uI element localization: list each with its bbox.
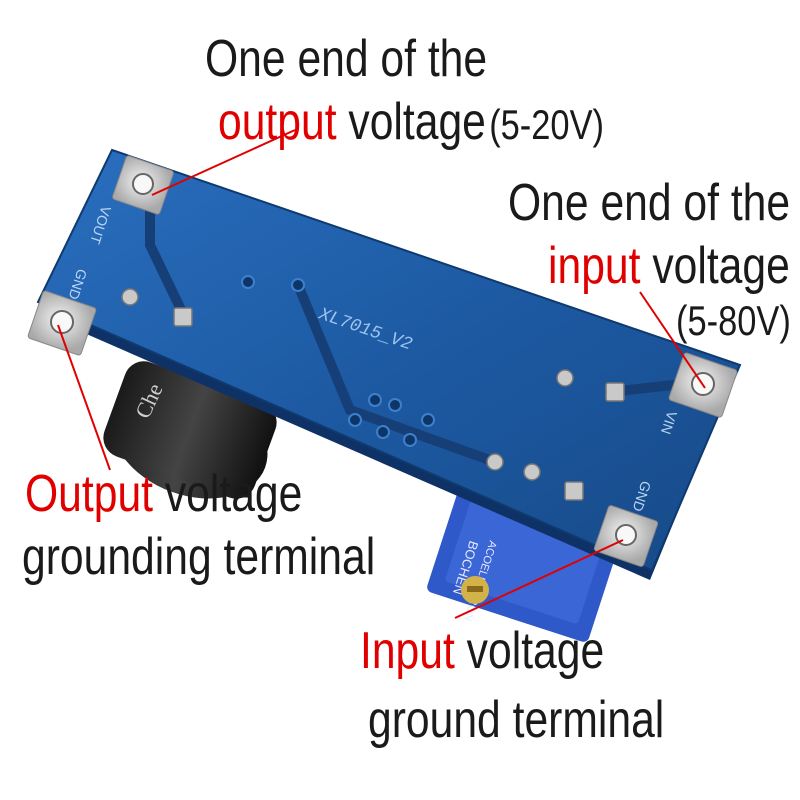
terminal-pad-out-plus bbox=[112, 155, 174, 215]
out-plus-rest: voltage bbox=[336, 93, 486, 151]
out-gnd-label-line2: grounding terminal bbox=[22, 528, 376, 586]
out-plus-label-line1: One end of the bbox=[205, 30, 488, 88]
leader-lines bbox=[57, 129, 706, 619]
in-plus-rest: voltage bbox=[640, 237, 790, 295]
out-plus-highlight: output bbox=[218, 93, 337, 151]
out-gnd-highlight: Output bbox=[25, 465, 154, 523]
leader-in-plus bbox=[639, 291, 706, 389]
in-gnd-rest: voltage bbox=[454, 622, 605, 680]
out-plus-range: (5-20V) bbox=[489, 101, 605, 148]
pcb-board: XL7015_V2 VOUT GND VIN GND bbox=[27, 148, 742, 580]
in-plus-range: (5-80V) bbox=[676, 297, 791, 344]
out-plus-label-line2: output voltage(5-20V) bbox=[218, 96, 604, 148]
terminal-pad-out-gnd bbox=[27, 290, 97, 356]
in-gnd-label-line2: ground terminal bbox=[368, 691, 665, 749]
in-plus-label-line2: input voltage bbox=[548, 240, 790, 292]
in-gnd-highlight: Input bbox=[360, 622, 455, 680]
leader-out-gnd bbox=[57, 324, 111, 471]
out-gnd-rest: voltage bbox=[153, 465, 303, 523]
in-plus-highlight: input bbox=[548, 237, 641, 295]
in-plus-label-line1: One end of the bbox=[508, 174, 791, 232]
pin-vin-label: VIN bbox=[658, 409, 680, 436]
leader-in-gnd bbox=[454, 539, 624, 619]
out-gnd-label-line1: Output voltage bbox=[25, 468, 302, 520]
in-gnd-label-line1: Input voltage bbox=[360, 625, 604, 677]
leader-out-plus bbox=[151, 129, 296, 196]
